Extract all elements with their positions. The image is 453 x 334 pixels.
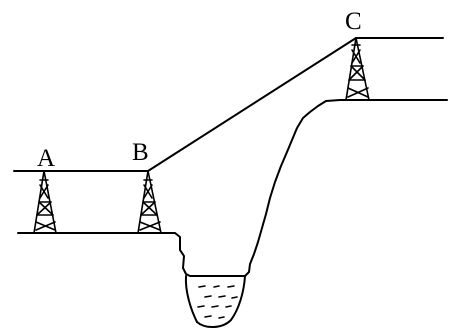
label-b: B bbox=[132, 139, 149, 166]
tower-a bbox=[33, 170, 57, 234]
lattice-tower-icon bbox=[33, 170, 57, 234]
ground-profile bbox=[17, 99, 448, 277]
cable-line-b-c bbox=[147, 37, 357, 172]
tower-b bbox=[137, 170, 162, 234]
tower-c bbox=[345, 37, 370, 101]
water-body bbox=[184, 275, 246, 328]
lattice-tower-icon bbox=[137, 170, 162, 234]
water-outline bbox=[184, 275, 246, 328]
label-a: A bbox=[37, 145, 55, 172]
lattice-tower-icon bbox=[345, 37, 370, 101]
label-c: C bbox=[345, 8, 362, 35]
water-icon bbox=[197, 285, 238, 319]
